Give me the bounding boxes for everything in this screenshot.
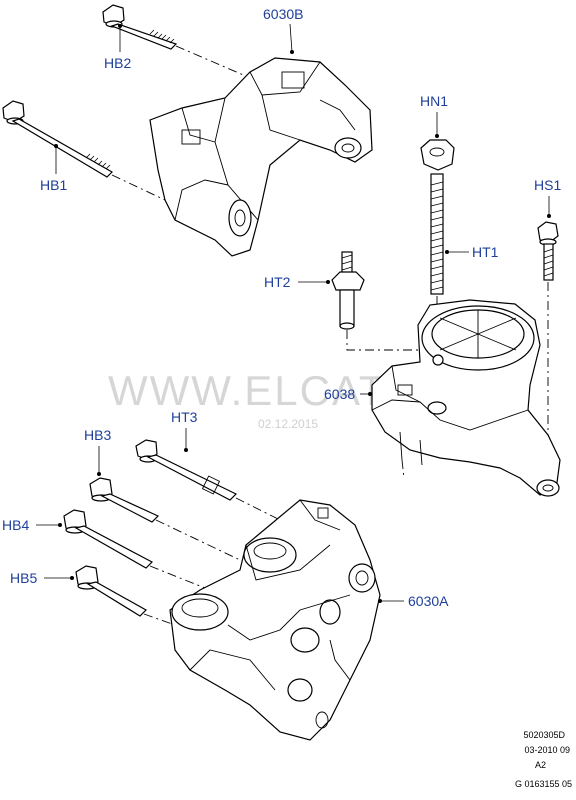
hb4-centerline <box>149 565 211 591</box>
label-hb3: HB3 <box>84 427 111 443</box>
bolt-ht3[interactable] <box>135 439 238 501</box>
nut-hn1[interactable] <box>420 139 455 171</box>
leader-dot-hb2 <box>118 24 122 28</box>
leader-dot-ht3 <box>184 448 188 452</box>
drawing-code-2: 03-2010 09 <box>524 745 570 755</box>
bolt-hb4[interactable] <box>63 509 153 569</box>
ht3-centerline <box>235 497 281 521</box>
leader-dot-ht2 <box>326 280 330 284</box>
label-hb2: HB2 <box>104 55 131 71</box>
leader-dot-hb3 <box>97 472 101 476</box>
bolt-hb1[interactable] <box>2 100 113 178</box>
hb1-centerline <box>111 174 166 201</box>
hb3-centerline <box>155 519 241 561</box>
label-hs1: HS1 <box>534 177 561 193</box>
hb5-centerline <box>143 613 176 626</box>
engine-mount-6038[interactable] <box>371 299 561 497</box>
drawing-code-1: 5020305D <box>523 730 565 740</box>
leader-dot-6030a <box>378 599 382 603</box>
label-6030b: 6030B <box>263 6 303 22</box>
leader-dot-hb1 <box>54 144 58 148</box>
hb2-centerline <box>175 45 256 81</box>
leader-dot-hs1 <box>547 214 551 218</box>
watermark-date: 02.12.2015 <box>258 417 318 431</box>
mount-lower-centerline <box>401 459 405 479</box>
label-6030a: 6030A <box>408 593 449 609</box>
bracket-6030a[interactable] <box>169 499 381 741</box>
label-ht1: HT1 <box>472 244 499 260</box>
stud-ht1[interactable] <box>430 173 444 295</box>
drawing-code-3: A2 <box>535 760 546 770</box>
bolt-hb3[interactable] <box>89 477 160 523</box>
bolt-hs1[interactable] <box>537 221 559 281</box>
leader-dot-hn1 <box>435 134 439 138</box>
drawing-code-4: G 0163155 05 <box>515 779 572 789</box>
leader-dot-hb5 <box>70 576 74 580</box>
bolt-hb5[interactable] <box>75 565 147 617</box>
label-hb4: HB4 <box>2 517 29 533</box>
stud-ht2[interactable] <box>331 251 365 330</box>
label-hn1: HN1 <box>420 93 448 109</box>
label-ht3: HT3 <box>171 409 198 425</box>
leader-dot-6038 <box>368 392 372 396</box>
leader-dot-6030b <box>290 50 294 54</box>
leader-dot-ht1 <box>445 250 449 254</box>
leader-dot-hb4 <box>58 523 62 527</box>
label-hb1: HB1 <box>40 177 67 193</box>
bracket-6030b[interactable] <box>149 57 373 257</box>
label-hb5: HB5 <box>10 570 37 586</box>
label-ht2: HT2 <box>264 274 291 290</box>
ht2-centerline <box>346 330 420 351</box>
label-6038: 6038 <box>324 386 355 402</box>
bolt-hb2[interactable] <box>102 4 178 50</box>
leader-6030b <box>289 23 293 53</box>
